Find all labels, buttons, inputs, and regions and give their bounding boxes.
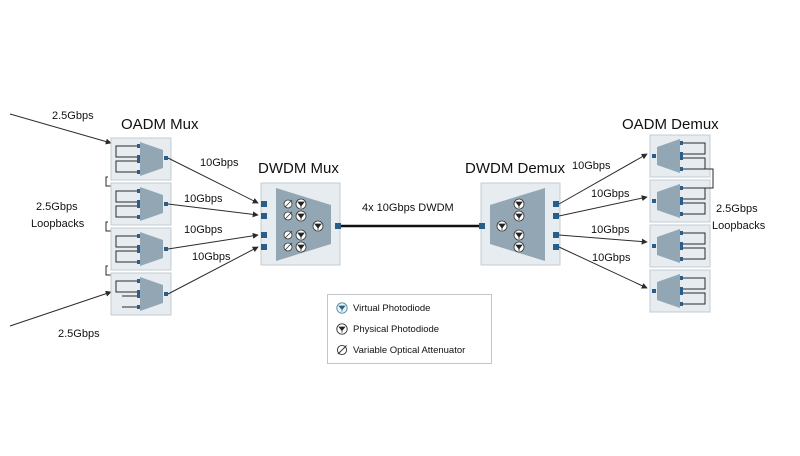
dwdm-demux-title: DWDM Demux <box>465 160 565 177</box>
input-line-bottom <box>9 290 112 327</box>
loopback-label-left: Loopbacks <box>31 218 85 230</box>
legend-text: Physical Photodiode <box>353 323 440 335</box>
legend-text: Virtual Photodiode <box>353 302 431 314</box>
legend-text: Variable Optical Attenuator <box>353 344 466 356</box>
loopback-rate-right: 2.5Gbps <box>716 203 758 215</box>
physical-photodiode-icon <box>295 198 324 253</box>
dwdm-mux-node <box>260 182 341 266</box>
mux-link-label: 10Gbps <box>192 251 231 263</box>
mux-link-lines <box>167 157 259 295</box>
oadm-demux-title: OADM Demux <box>622 116 719 133</box>
oadm-demux-module-2 <box>649 179 711 223</box>
demux-link-label: 10Gbps <box>591 188 630 200</box>
legend-item: Physical Photodiode <box>336 321 439 337</box>
oadm-mux-module-1 <box>110 137 172 181</box>
rate-label-top-left: 2.5Gbps <box>52 110 94 122</box>
variable-optical-attenuator-icon <box>336 344 348 356</box>
oadm-mux-group <box>9 113 172 327</box>
demux-link-label: 10Gbps <box>591 224 630 236</box>
legend-item: Variable Optical Attenuator <box>336 342 465 358</box>
dwdm-demux-node <box>479 182 561 266</box>
demux-link-lines <box>558 153 648 289</box>
oadm-demux-module-3 <box>649 224 711 268</box>
oadm-mux-module-2 <box>110 182 172 226</box>
loopback-link <box>105 176 111 187</box>
input-line-top <box>9 113 112 145</box>
oadm-demux-group <box>649 134 714 313</box>
demux-link-label: 10Gbps <box>592 252 631 264</box>
oadm-mux-module-3 <box>110 227 172 271</box>
virtual-photodiode-icon <box>336 302 348 314</box>
mux-link-label: 10Gbps <box>184 224 223 236</box>
oadm-mux-title: OADM Mux <box>121 116 199 133</box>
oadm-mux-module-4 <box>110 272 172 316</box>
oadm-demux-module-4 <box>649 269 711 313</box>
loopback-rate-left: 2.5Gbps <box>36 201 78 213</box>
variable-optical-attenuator-icon <box>283 199 293 252</box>
loopback-link <box>105 265 111 276</box>
demux-link-label: 10Gbps <box>572 160 611 172</box>
physical-photodiode-icon <box>336 323 348 335</box>
trunk-label: 4x 10Gbps DWDM <box>362 202 454 214</box>
dwdm-mux-title: DWDM Mux <box>258 160 339 177</box>
loopback-link <box>698 168 714 189</box>
rate-label-bottom-left: 2.5Gbps <box>58 328 100 340</box>
physical-photodiode-icon <box>496 198 525 253</box>
legend-item: Virtual Photodiode <box>336 300 430 316</box>
loopback-link <box>105 221 111 232</box>
legend: Virtual Photodiode Physical Photodiode V… <box>327 294 492 364</box>
oadm-demux-module-1 <box>649 134 711 178</box>
loopback-label-right: Loopbacks <box>712 220 766 232</box>
mux-link-label: 10Gbps <box>184 193 223 205</box>
mux-link-label: 10Gbps <box>200 157 239 169</box>
